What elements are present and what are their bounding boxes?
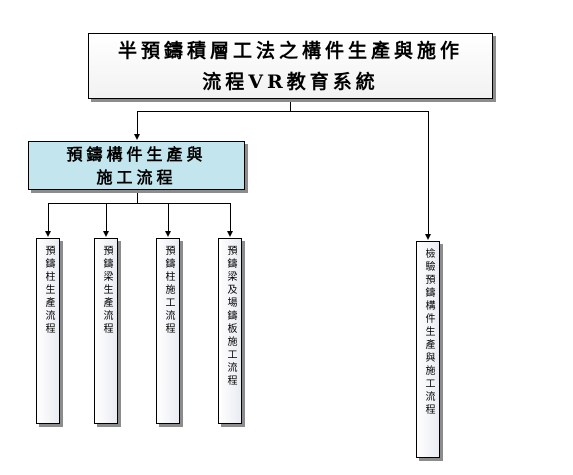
arrow-to-leaf-3 xyxy=(165,231,171,237)
leaf-node-beam-slab-construction: 預鑄梁及場鑄板施工流程 xyxy=(218,238,242,424)
connector-to-middle xyxy=(137,111,138,134)
leaf-label: 預鑄柱施工流程 xyxy=(163,245,174,336)
leaf-node-column-production: 預鑄柱生產流程 xyxy=(36,238,60,424)
leaf-label: 預鑄柱生產流程 xyxy=(43,245,54,336)
leaf-label: 預鑄梁生產流程 xyxy=(101,245,112,336)
connector-middle-horizontal xyxy=(48,203,230,204)
connector-to-leaf-1 xyxy=(48,203,49,231)
middle-title-line2: 施工流程 xyxy=(96,168,177,187)
root-node: 半預鑄積層工法之構件生產與施作 流程VR教育系統 xyxy=(88,33,493,99)
connector-middle-down xyxy=(137,190,138,203)
connector-root-down xyxy=(290,99,291,111)
arrow-to-leaf-4 xyxy=(227,231,233,237)
connector-root-horizontal xyxy=(137,111,428,112)
root-title-line2: 流程VR教育系統 xyxy=(202,71,379,93)
inspection-node: 檢驗預鑄構件生產與施工流程 xyxy=(416,241,440,458)
arrow-to-leaf-2 xyxy=(103,231,109,237)
arrow-to-inspection xyxy=(425,234,431,240)
connector-to-leaf-4 xyxy=(230,203,231,231)
arrow-to-middle xyxy=(134,134,140,140)
middle-node: 預鑄構件生產與 施工流程 xyxy=(28,141,245,190)
arrow-to-leaf-1 xyxy=(45,231,51,237)
leaf-node-column-construction: 預鑄柱施工流程 xyxy=(156,238,180,424)
root-title-line1: 半預鑄積層工法之構件生產與施作 xyxy=(117,40,463,62)
inspection-label: 檢驗預鑄構件生產與施工流程 xyxy=(423,248,434,417)
leaf-node-beam-production: 預鑄梁生產流程 xyxy=(94,238,118,424)
connector-to-leaf-2 xyxy=(106,203,107,231)
leaf-label: 預鑄梁及場鑄板施工流程 xyxy=(225,245,236,388)
connector-to-inspection xyxy=(428,111,429,234)
connector-to-leaf-3 xyxy=(168,203,169,231)
middle-title-line1: 預鑄構件生產與 xyxy=(66,145,207,164)
